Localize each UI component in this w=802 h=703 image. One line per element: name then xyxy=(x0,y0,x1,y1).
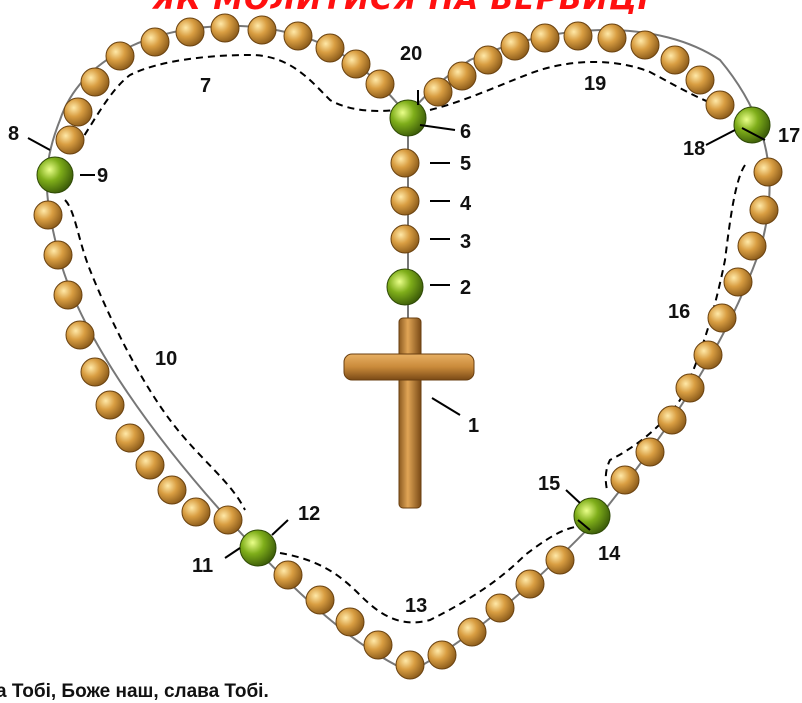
leader-line xyxy=(432,398,460,415)
bead-gold-icon xyxy=(531,24,559,52)
bead-gold-icon xyxy=(336,608,364,636)
label-3: 3 xyxy=(460,231,471,253)
leader-line xyxy=(706,130,735,145)
bead-gold-icon xyxy=(211,14,239,42)
label-17: 17 xyxy=(778,125,800,147)
bead-gold-icon xyxy=(396,651,424,679)
bead-gold-icon xyxy=(724,268,752,296)
label-4: 4 xyxy=(460,193,472,215)
bead-gold-icon xyxy=(274,561,302,589)
bead-gold-icon xyxy=(248,16,276,44)
label-12: 12 xyxy=(298,503,320,525)
label-10: 10 xyxy=(155,348,177,370)
bead-gold-icon xyxy=(458,618,486,646)
leader-line xyxy=(225,548,240,558)
footer-prayer-text: а Тобі, Боже наш, слава Тобі. xyxy=(0,681,269,703)
label-11: 11 xyxy=(192,555,213,577)
bead-gold-icon xyxy=(636,438,664,466)
bead-gold-icon xyxy=(106,42,134,70)
bead-gold-icon xyxy=(284,22,312,50)
bead-gold-icon xyxy=(54,281,82,309)
bead-gold-icon xyxy=(81,358,109,386)
bead-gold-icon xyxy=(546,546,574,574)
bead-green-icon xyxy=(240,530,276,566)
bead-gold-icon xyxy=(598,24,626,52)
label-8: 8 xyxy=(8,123,19,145)
bead-gold-icon xyxy=(631,31,659,59)
bead-gold-icon xyxy=(44,241,72,269)
bead-gold-icon xyxy=(661,46,689,74)
bead-gold-icon xyxy=(96,391,124,419)
bead-gold-icon xyxy=(676,374,704,402)
bead-gold-icon xyxy=(136,451,164,479)
bead-gold-icon xyxy=(176,18,204,46)
bead-gold-icon xyxy=(694,341,722,369)
bead-gold-icon xyxy=(182,498,210,526)
leader-line xyxy=(566,490,580,503)
label-2: 2 xyxy=(460,277,471,299)
bead-gold-icon xyxy=(391,225,419,253)
bead-green-icon xyxy=(37,157,73,193)
bead-gold-icon xyxy=(316,34,344,62)
label-15: 15 xyxy=(538,473,560,495)
bead-gold-icon xyxy=(214,506,242,534)
bead-gold-icon xyxy=(501,32,529,60)
leader-line xyxy=(420,125,455,130)
bead-gold-icon xyxy=(56,126,84,154)
bead-gold-icon xyxy=(658,406,686,434)
bead-gold-icon xyxy=(564,22,592,50)
bead-green-icon xyxy=(734,107,770,143)
bead-gold-icon xyxy=(364,631,392,659)
bead-gold-icon xyxy=(428,641,456,669)
bead-gold-icon xyxy=(424,78,452,106)
bead-gold-icon xyxy=(116,424,144,452)
bead-gold-icon xyxy=(306,586,334,614)
label-20: 20 xyxy=(400,43,422,65)
bead-gold-icon xyxy=(66,321,94,349)
label-18: 18 xyxy=(683,138,705,160)
bead-gold-icon xyxy=(64,98,92,126)
bead-gold-icon xyxy=(366,70,394,98)
leader-line xyxy=(28,138,50,150)
bead-gold-icon xyxy=(342,50,370,78)
bead-gold-icon xyxy=(706,91,734,119)
bead-green-icon xyxy=(387,269,423,305)
bead-gold-icon xyxy=(486,594,514,622)
bead-gold-icon xyxy=(474,46,502,74)
leader-line xyxy=(272,520,288,535)
bead-green-icon xyxy=(390,100,426,136)
bead-gold-icon xyxy=(141,28,169,56)
label-14: 14 xyxy=(598,543,621,565)
bead-gold-icon xyxy=(516,570,544,598)
bead-gold-icon xyxy=(754,158,782,186)
label-9: 9 xyxy=(97,165,108,187)
label-1: 1 xyxy=(468,415,479,437)
bead-gold-icon xyxy=(391,149,419,177)
label-6: 6 xyxy=(460,121,471,143)
bead-gold-icon xyxy=(158,476,186,504)
label-7: 7 xyxy=(200,75,211,97)
bead-gold-icon xyxy=(750,196,778,224)
cross-icon xyxy=(344,318,474,508)
bead-gold-icon xyxy=(391,187,419,215)
bead-gold-icon xyxy=(81,68,109,96)
bead-gold-icon xyxy=(686,66,714,94)
bead-gold-icon xyxy=(448,62,476,90)
bead-gold-icon xyxy=(708,304,736,332)
bead-gold-icon xyxy=(738,232,766,260)
bead-gold-icon xyxy=(34,201,62,229)
label-16: 16 xyxy=(668,301,690,323)
label-19: 19 xyxy=(584,73,606,95)
bead-gold-icon xyxy=(611,466,639,494)
label-13: 13 xyxy=(405,595,427,617)
label-5: 5 xyxy=(460,153,471,175)
